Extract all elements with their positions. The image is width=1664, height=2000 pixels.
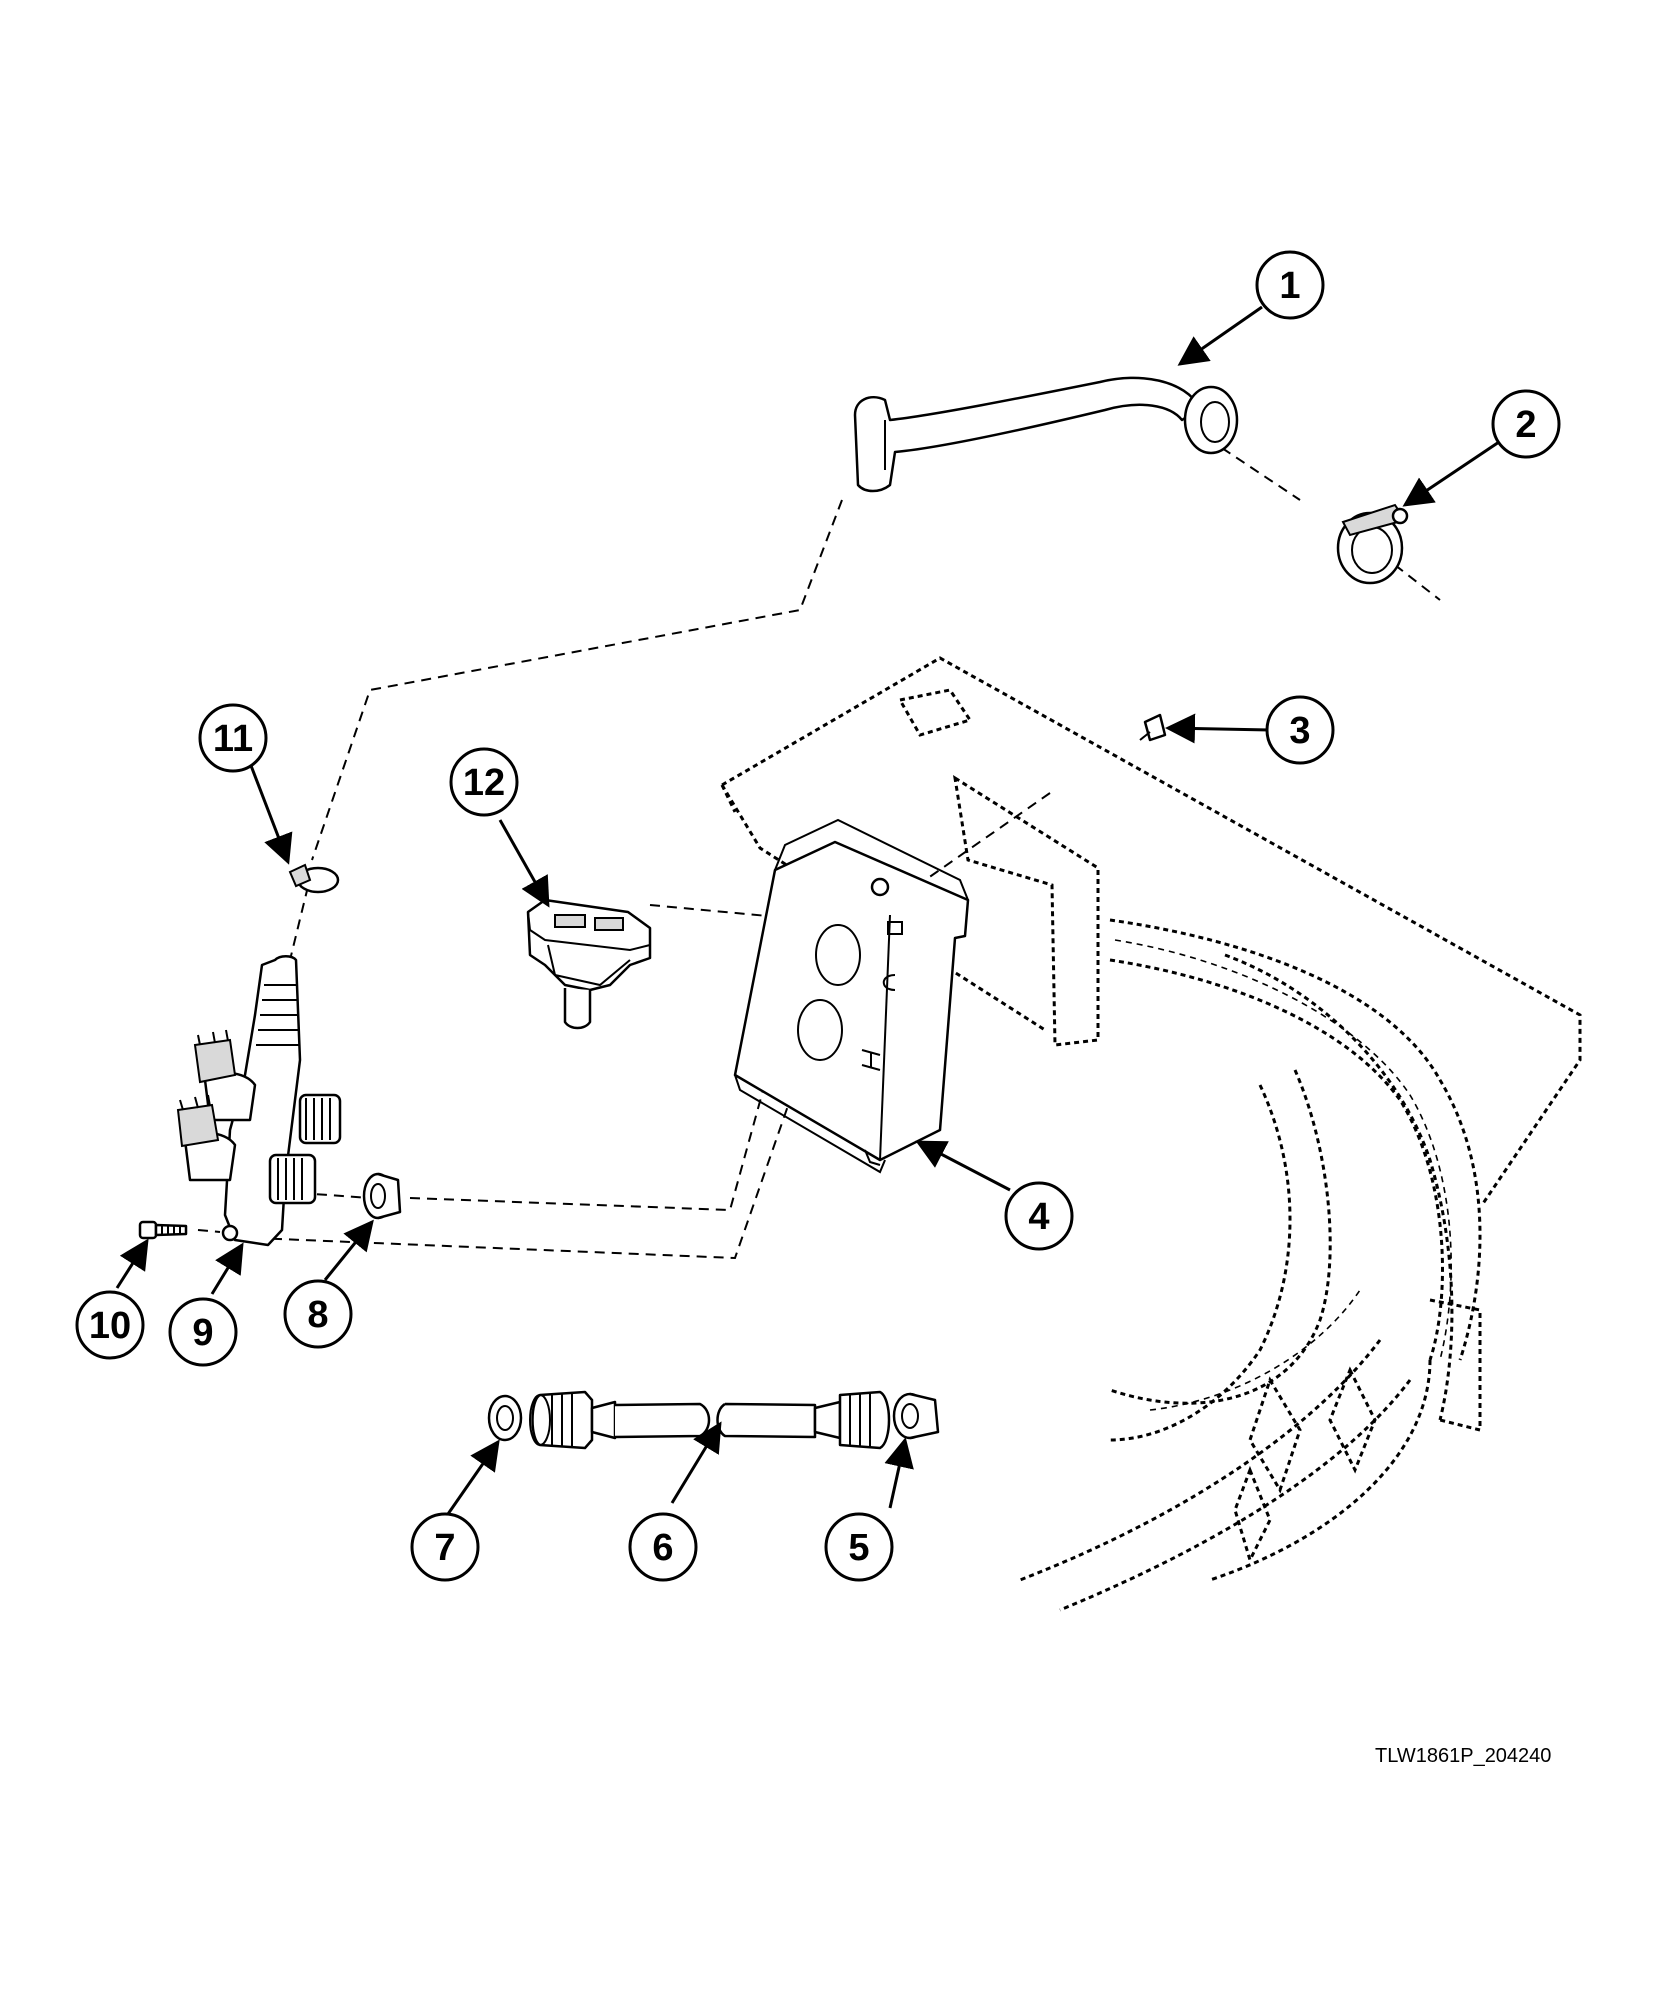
callout-12-label: 12 bbox=[463, 762, 505, 804]
callout-6-label: 6 bbox=[652, 1527, 673, 1569]
part-inlet-valve-9 bbox=[176, 955, 342, 1247]
leader-lines bbox=[115, 305, 1503, 1515]
part-clamp-11 bbox=[288, 863, 340, 894]
callout-8-label: 8 bbox=[307, 1294, 328, 1336]
callout-2-label: 2 bbox=[1515, 404, 1536, 446]
callout-1-label: 1 bbox=[1279, 265, 1300, 307]
figure-code: TLW1861P_204240 bbox=[1375, 1745, 1552, 1767]
callout-12: 12 bbox=[449, 747, 519, 817]
part-bracket-4 bbox=[733, 818, 970, 1174]
part-clamp-2 bbox=[1336, 503, 1409, 585]
callout-10: 10 bbox=[75, 1290, 145, 1360]
callout-11: 11 bbox=[198, 703, 268, 773]
callout-4: 4 bbox=[1004, 1181, 1074, 1251]
part-screw-3 bbox=[1139, 713, 1167, 742]
callout-9: 9 bbox=[168, 1297, 238, 1367]
callout-7-label: 7 bbox=[434, 1527, 455, 1569]
part-washer-7 bbox=[487, 1394, 523, 1442]
callout-3: 3 bbox=[1265, 695, 1335, 765]
callout-2: 2 bbox=[1491, 389, 1561, 459]
callout-5: 5 bbox=[824, 1512, 894, 1582]
callout-6: 6 bbox=[628, 1512, 698, 1582]
part-screen-5 bbox=[892, 1392, 940, 1440]
callout-9-label: 9 bbox=[192, 1312, 213, 1354]
cabinet-outline bbox=[720, 656, 1582, 1612]
part-hose-1 bbox=[853, 376, 1239, 493]
part-filter-8 bbox=[362, 1172, 402, 1220]
callout-8: 8 bbox=[283, 1279, 353, 1349]
callout-1: 1 bbox=[1255, 250, 1325, 320]
callout-7: 7 bbox=[410, 1512, 480, 1582]
callout-11-label: 11 bbox=[213, 718, 253, 760]
part-screw-10 bbox=[138, 1220, 188, 1240]
callout-4-label: 4 bbox=[1028, 1196, 1049, 1238]
callout-3-label: 3 bbox=[1289, 710, 1310, 752]
part-fill-hose-6 bbox=[529, 1390, 891, 1450]
callout-5-label: 5 bbox=[848, 1527, 869, 1569]
callout-10-label: 10 bbox=[89, 1305, 131, 1347]
part-pressure-switch-12 bbox=[526, 898, 652, 1030]
